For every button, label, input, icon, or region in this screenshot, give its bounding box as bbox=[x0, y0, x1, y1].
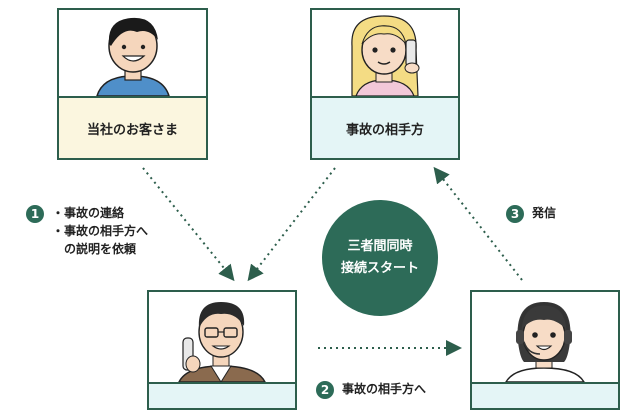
three-way-connection-badge: 三者間同時 接続スタート bbox=[322, 200, 438, 316]
center-line-1: 三者間同時 bbox=[347, 239, 413, 254]
center-line-2: 接続スタート bbox=[340, 261, 419, 276]
customer-illustration bbox=[59, 10, 206, 96]
arrow-other-to-staff bbox=[247, 167, 336, 282]
operator-label bbox=[472, 382, 618, 408]
flow-arrows bbox=[142, 166, 523, 356]
staff-illustration bbox=[149, 292, 295, 382]
other-party-label: 事故の相手方 bbox=[312, 96, 458, 158]
step-1-text: ・事故の連絡 ・事故の相手方へ の説明を依頼 bbox=[52, 204, 148, 258]
other-party-card: 事故の相手方 bbox=[310, 8, 460, 160]
step-1-line-1: ・事故の連絡 bbox=[52, 206, 125, 220]
step-2-number: 2 bbox=[316, 381, 334, 399]
staff-label bbox=[149, 382, 295, 408]
step-3-text: 発信 bbox=[532, 206, 557, 220]
step-3-number: 3 bbox=[506, 205, 524, 223]
step-1-number: 1 bbox=[26, 205, 44, 223]
customer-label: 当社のお客さま bbox=[59, 96, 206, 158]
other-party-illustration bbox=[312, 10, 458, 96]
operator-card bbox=[470, 290, 620, 410]
step-1-line-3: の説明を依頼 bbox=[64, 242, 137, 256]
step-1-line-2: ・事故の相手方へ bbox=[52, 224, 149, 238]
staff-card bbox=[147, 290, 297, 410]
customer-card: 当社のお客さま bbox=[57, 8, 208, 160]
arrow-operator-to-other bbox=[433, 166, 523, 281]
step-2-text: 事故の相手方へ bbox=[342, 382, 427, 396]
arrow-customer-to-staff bbox=[142, 167, 235, 282]
operator-illustration bbox=[472, 292, 618, 382]
